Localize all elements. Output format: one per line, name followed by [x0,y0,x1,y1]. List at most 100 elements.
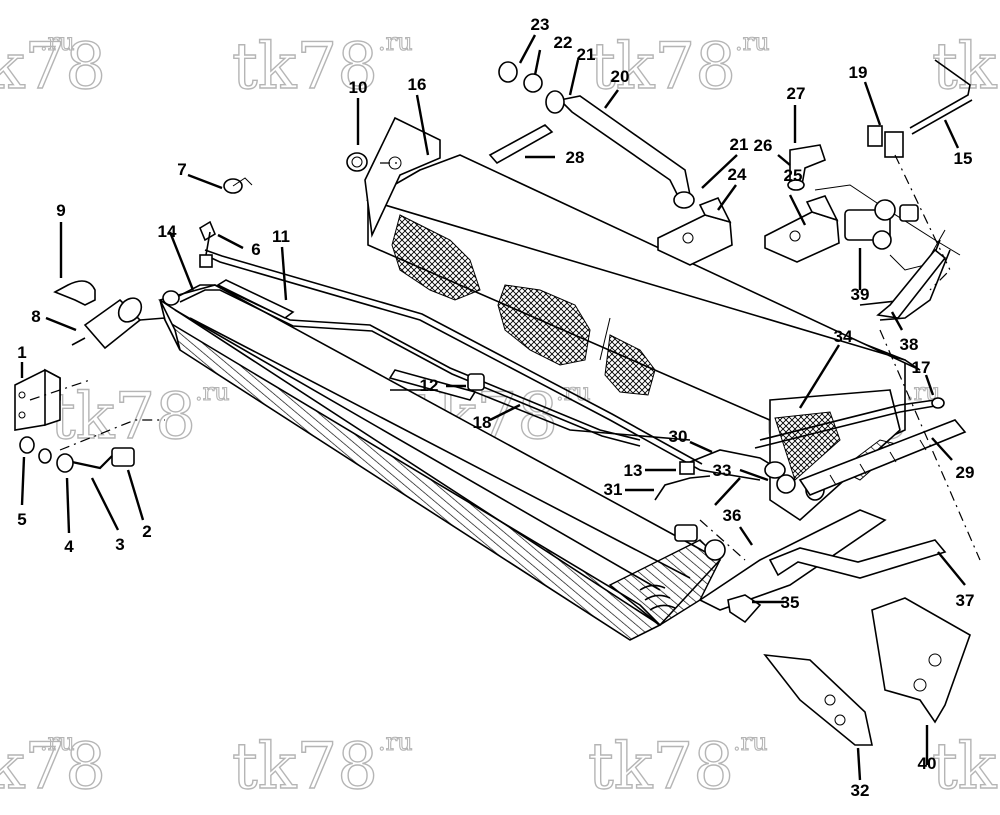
watermark: tk78.ru [0,27,107,104]
svg-text:.ru: .ru [733,728,768,756]
nut [56,453,74,473]
coil-housing [158,116,921,641]
callout-27: 27 [787,84,806,103]
mounting-bracket [698,196,732,224]
svg-text:.ru: .ru [378,28,413,56]
callout-16: 16 [408,75,427,94]
coil-edge [174,309,661,591]
callout-22: 22 [554,33,573,52]
wire [232,177,253,187]
panel-seam [599,317,611,361]
callout-11: 11 [272,227,290,246]
nut [19,436,35,454]
line-tube [879,249,951,321]
callout-23: 23 [531,15,550,34]
svg-text:tk78: tk78 [932,30,1000,104]
hole [789,230,801,242]
callout-19: 19 [849,63,868,82]
line-tube [654,475,711,501]
watermark: tk78.ru [231,727,413,804]
fitting [679,461,695,475]
callout-1: 1 [17,343,26,362]
mesh-grille [497,284,591,366]
fitting [704,539,726,561]
clip [727,594,762,624]
svg-text:tk78: tk78 [588,730,734,804]
svg-text:tk78: tk78 [0,730,106,804]
coil-end-tubes [608,539,721,626]
mesh-grille [604,334,656,396]
fitting [867,125,883,147]
filter-drier [71,297,166,350]
svg-text:tk78: tk78 [932,730,1000,804]
return-bends [639,584,676,611]
line-tube [204,249,703,465]
svg-text:.ru: .ru [40,28,75,56]
callout-8: 8 [31,307,40,326]
mounting-bracket [805,195,839,222]
callout-18: 18 [473,413,492,432]
coil-end [159,299,181,351]
watermark: tk78.ru [589,27,770,104]
clamp [53,280,96,306]
tee-fitting [467,373,485,391]
o-ring [346,152,368,172]
tube [205,231,211,256]
fitting [764,461,786,479]
callout-15: 15 [954,149,973,168]
callout-39: 39 [851,285,870,304]
watermark: tk78.ru [587,727,768,804]
nut [931,397,945,409]
watermark: tk78.ru [231,27,413,104]
callout-labels: 1 2 3 4 5 6 7 8 9 10 11 12 13 14 15 16 1… [17,15,974,800]
line-tube [759,399,936,441]
watermark: tk78 [931,29,1000,104]
svg-text:tk78: tk78 [232,730,378,804]
callout-37: 37 [956,591,975,610]
hole [824,694,836,706]
callout-2: 2 [142,522,151,541]
callout-21: 21 [577,45,596,64]
liquid-line [174,284,641,441]
hole [913,678,927,692]
fitting [787,179,805,191]
sensing-line [909,59,971,129]
callout-20: 20 [611,67,630,86]
svg-text:.ru: .ru [195,378,230,406]
watermark: tk78 [931,729,1000,804]
hose [876,248,947,319]
svg-text:tk78: tk78 [232,30,378,104]
callout-6: 6 [251,240,260,259]
sleeve [388,369,477,401]
sensing-line [911,99,973,135]
liquid-line [179,289,641,447]
assembly-centerlines [29,154,981,561]
callout-33: 33 [713,461,732,480]
fitting [884,131,904,158]
washer [523,73,543,93]
callout-30: 30 [669,427,688,446]
svg-text:.ru: .ru [40,728,75,756]
callout-21: 21 [730,135,749,154]
callout-40: 40 [918,754,937,773]
svg-text:.ru: .ru [556,378,591,406]
coil-fin-face [163,317,662,641]
coil-edge [189,317,691,579]
svg-text:.ru: .ru [378,728,413,756]
mesh-grille [774,411,841,481]
fitting [162,290,180,306]
o-ring [351,156,363,168]
callout-25: 25 [784,166,803,185]
svg-text:tk78: tk78 [50,380,196,454]
svg-text:tk78: tk78 [590,30,736,104]
fitting [776,474,796,494]
callout-29: 29 [956,463,975,482]
callout-4: 4 [64,537,74,556]
callout-12: 12 [420,376,439,395]
fitting [199,254,213,268]
cover-plate [871,597,971,724]
fitting [111,447,135,467]
watermark: tk78.ru [49,377,230,454]
leader-arrows [20,34,966,781]
